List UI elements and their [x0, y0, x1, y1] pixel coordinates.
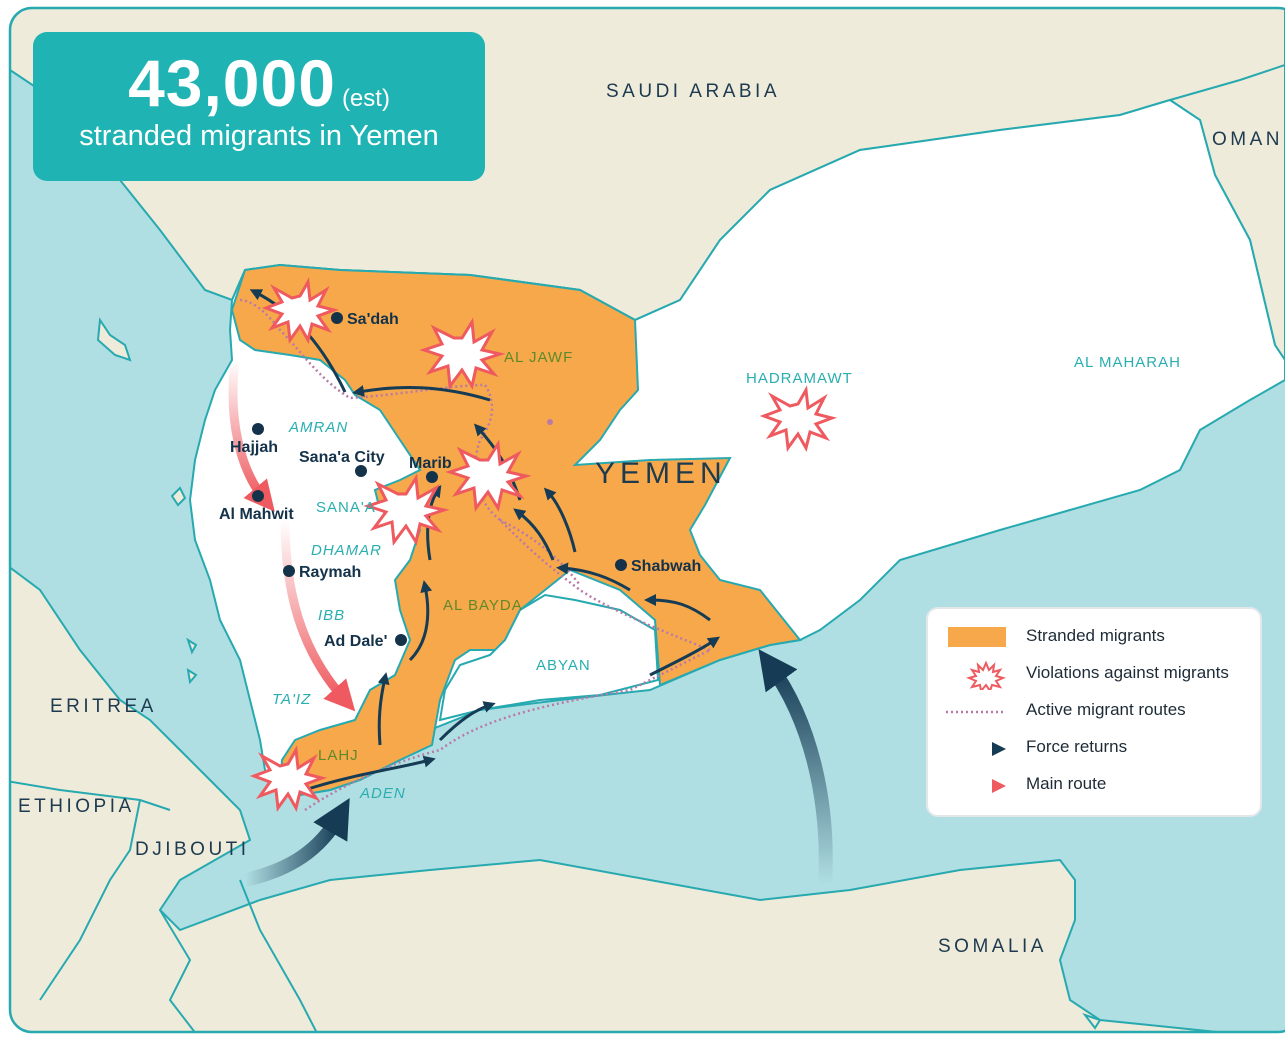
legend-item-stranded: Stranded migrants: [946, 621, 1256, 651]
legend-item-force-returns: Force returns: [946, 732, 1256, 762]
region-label-aden: ADEN: [359, 785, 406, 802]
dark-arrow-icon: [946, 734, 1006, 760]
red-arrow-icon: [946, 771, 1006, 797]
main-route-arrow: [228, 359, 275, 512]
city-label-raymah: Raymah: [299, 564, 361, 581]
city-label-marib: Marib: [409, 455, 452, 472]
abyan-white: [438, 593, 660, 722]
dotted-line-icon: [946, 697, 1008, 723]
region-label-sanaa: SANA'A: [316, 499, 376, 516]
burst-icon: [946, 660, 1006, 694]
headline-number: 43,000: [128, 46, 336, 120]
force-return-arrows: [249, 289, 720, 792]
city-markers: [252, 312, 627, 646]
map-border: [8, 6, 1285, 1034]
city-dot-hajjah: [252, 423, 264, 435]
legend-label: Violations against migrants: [1026, 663, 1229, 682]
burst-icon: [363, 473, 450, 546]
country-label-yemen: YEMEN: [595, 457, 727, 490]
violation-bursts: [249, 277, 838, 813]
route-dot: [547, 419, 553, 425]
saudi-oman-border: [1169, 64, 1285, 101]
city-label-shabwah: Shabwah: [631, 558, 701, 575]
region-label-taiz: TA'IZ: [272, 691, 311, 708]
city-dot-shabwah: [615, 559, 627, 571]
burst-icon: [261, 277, 340, 345]
burst-icon: [445, 439, 532, 512]
legend-item-routes: Active migrant routes: [946, 695, 1256, 725]
headline-subtitle: stranded migrants in Yemen: [79, 120, 439, 152]
orange-area-swatch: [946, 623, 1006, 649]
city-dot-marib: [426, 471, 438, 483]
force-return-big-arrow: [243, 797, 350, 887]
region-label-abyan: ABYAN: [536, 657, 591, 674]
country-label-eritrea: ERITREA: [50, 696, 157, 717]
city-label-sadah: Sa'dah: [347, 311, 399, 328]
legend-label: Active migrant routes: [1026, 700, 1186, 719]
stranded-area: [230, 263, 802, 797]
country-label-oman: OMAN: [1212, 129, 1283, 150]
city-label-ad-dale: Ad Dale': [324, 633, 387, 650]
region-label-amran: AMRAN: [288, 419, 348, 436]
legend-label: Stranded migrants: [1026, 626, 1165, 645]
legend-label: Main route: [1026, 774, 1107, 793]
map-legend: Stranded migrants Violations against mig…: [926, 607, 1262, 817]
main-route-arrow: [280, 519, 356, 712]
legend-item-main-route: Main route: [946, 769, 1256, 799]
country-label-djibouti: DJIBOUTI: [135, 839, 250, 860]
city-label-hajjah: Hajjah: [230, 439, 278, 456]
city-label-sanaa-city: Sana'a City: [299, 449, 385, 466]
country-label-somalia: SOMALIA: [938, 936, 1047, 957]
region-label-ibb: IBB: [318, 607, 345, 624]
burst-icon: [419, 317, 506, 390]
region-label-al-jawf: AL JAWF: [504, 349, 573, 366]
city-dot-al-mahwit: [252, 490, 264, 502]
burst-icon: [759, 385, 838, 453]
region-label-al-bayda: AL BAYDA: [443, 597, 523, 614]
legend-item-violations: Violations against migrants: [946, 658, 1256, 694]
region-label-hadramawt: HADRAMAWT: [746, 370, 853, 387]
headline-card: 43,000(est) stranded migrants in Yemen: [33, 32, 485, 181]
island: [186, 667, 198, 685]
region-label-al-maharah: AL MAHARAH: [1074, 354, 1181, 371]
country-label-saudi-arabia: SAUDI ARABIA: [606, 81, 780, 102]
africa-borders: [10, 779, 321, 1032]
africa-land: [10, 558, 1285, 1032]
island: [186, 637, 198, 655]
island: [1082, 1013, 1102, 1030]
burst-icon: [249, 745, 328, 813]
city-dot-sadah: [331, 312, 343, 324]
country-label-ethiopia: ETHIOPIA: [18, 796, 135, 817]
region-label-dhamar: DHAMAR: [311, 542, 382, 559]
island: [170, 486, 187, 507]
island: [96, 317, 132, 362]
city-dot-sanaa: [355, 465, 367, 477]
region-label-lahj: LAHJ: [318, 747, 359, 764]
headline-estimate-note: (est): [341, 85, 390, 112]
force-return-big-arrow: [758, 649, 833, 886]
city-dot-ad-dale: [395, 634, 407, 646]
city-dot-raymah: [283, 565, 295, 577]
city-label-al-mahwit: Al Mahwit: [219, 506, 294, 523]
headline-number-row: 43,000(est): [33, 50, 485, 116]
legend-label: Force returns: [1026, 737, 1128, 756]
